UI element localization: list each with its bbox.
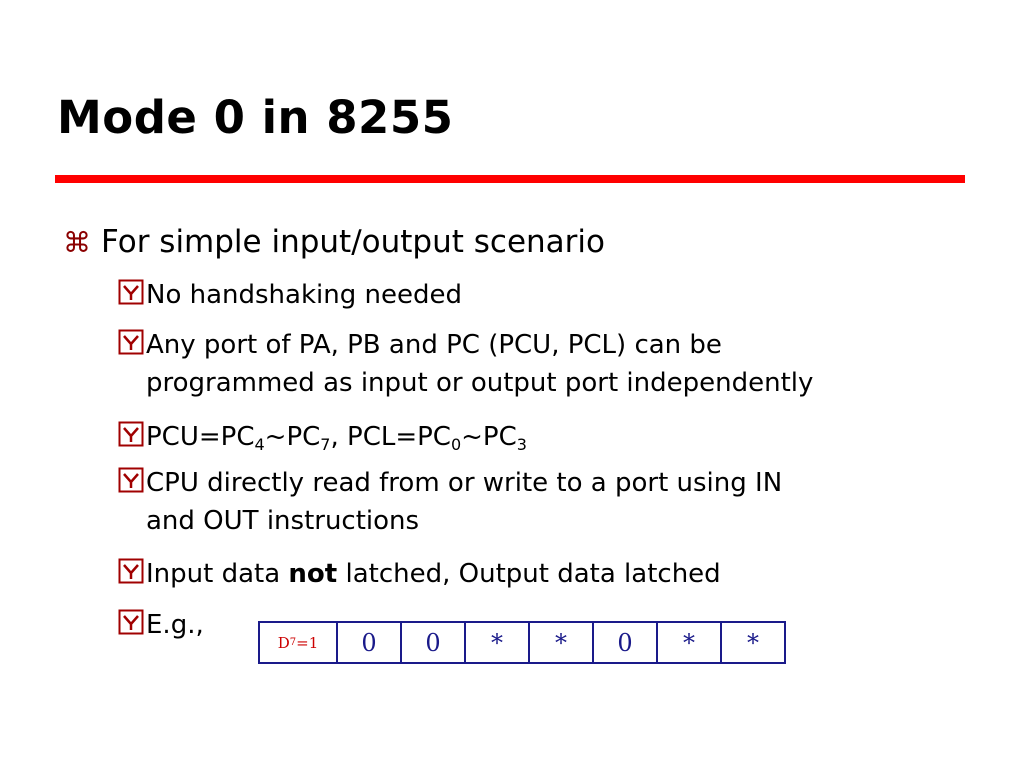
pcl-label: , PCL=PC [330, 422, 451, 452]
register-bit: 0 [400, 623, 464, 662]
d7-label: D [277, 633, 290, 652]
bullet-item-2-line1: Any port of PA, PB and PC (PCU, PCL) can… [146, 330, 722, 360]
subscript: 3 [516, 435, 527, 454]
checkbox-y-icon [118, 609, 146, 637]
bullet-item-2: Any port of PA, PB and PC (PCU, PCL) can… [118, 326, 958, 402]
d7-value: =1 [296, 633, 319, 652]
subscript: 4 [254, 435, 265, 454]
register-bit: * [720, 623, 784, 662]
slide-title: Mode 0 in 8255 [57, 91, 454, 144]
checkbox-y-icon [118, 558, 146, 586]
bullet-item-5-post: latched, Output data latched [337, 559, 721, 589]
bullet-level1: ⌘ For simple input/output scenario [63, 222, 605, 263]
register-bit: * [656, 623, 720, 662]
bullet-level1-text: For simple input/output scenario [101, 224, 605, 260]
register-bit: 0 [336, 623, 400, 662]
bullet-item-3: PCU=PC4~PC7, PCL=PC0~PC3 [118, 418, 958, 456]
pcl-range: ~PC [461, 422, 517, 452]
bullet-item-5-pre: Input data [146, 559, 289, 589]
bullet-item-5: Input data not latched, Output data latc… [118, 555, 958, 593]
bullet-item-2-line2: programmed as input or output port indep… [146, 368, 814, 398]
subscript: 0 [450, 435, 462, 454]
subscript: 7 [320, 435, 331, 454]
bullet-item-4-line1: CPU directly read from or write to a por… [146, 468, 783, 498]
checkbox-y-icon [118, 421, 146, 449]
pcu-label: PCU=PC [146, 422, 255, 452]
checkbox-y-icon [118, 329, 146, 357]
register-bit: * [464, 623, 528, 662]
checkbox-y-icon [118, 467, 146, 495]
bullet-item-6-text: E.g., [146, 610, 204, 640]
bullet-item-4-line2: and OUT instructions [146, 506, 420, 536]
pcu-range: ~PC [264, 422, 321, 452]
bullet-item-6: E.g., [118, 606, 958, 644]
bullet-item-1-text: No handshaking needed [146, 280, 462, 310]
bullet-item-4: CPU directly read from or write to a por… [118, 464, 958, 540]
command-symbol-icon: ⌘ [63, 226, 91, 259]
register-bit: * [528, 623, 592, 662]
checkbox-y-icon [118, 279, 146, 307]
bullet-item-5-bold: not [288, 559, 338, 589]
bullet-item-1: No handshaking needed [118, 276, 958, 314]
register-bit: 0 [592, 623, 656, 662]
title-divider [55, 175, 965, 183]
